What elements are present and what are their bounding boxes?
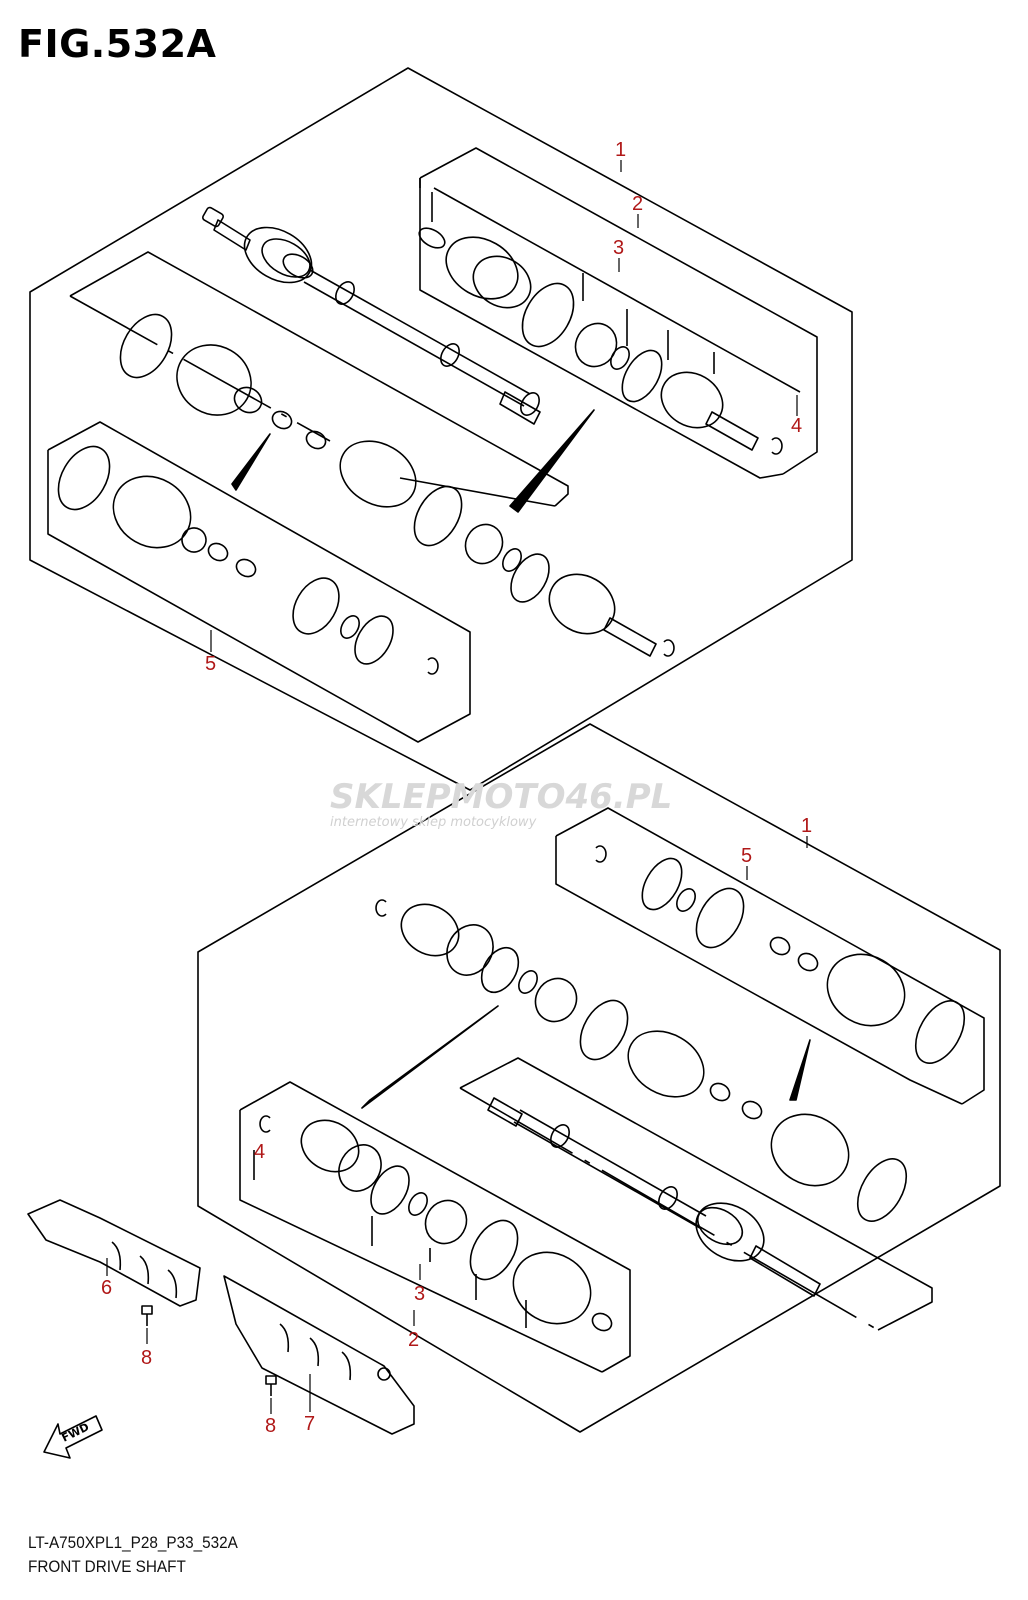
callout-5-upper: 5 <box>205 653 216 675</box>
callout-8-left: 8 <box>141 1347 152 1369</box>
lower-assembly-frame <box>197 723 1001 1433</box>
pointer-wedge <box>509 409 595 513</box>
lower-kit5-box <box>555 807 985 1105</box>
callout-5-lower: 5 <box>741 845 752 867</box>
upper-leader-lines <box>210 160 798 652</box>
lower-middle-parts <box>375 899 908 1222</box>
pointer-wedge <box>789 1039 811 1101</box>
upper-middle-box <box>69 251 569 507</box>
lower-drive-shaft <box>487 1097 821 1297</box>
callout-6: 6 <box>101 1277 112 1299</box>
lower-middle-box <box>459 1057 933 1331</box>
pointer-wedge <box>231 433 271 491</box>
model-code: LT-A750XPL1_P28_P33_532A <box>28 1533 238 1552</box>
callout-7: 7 <box>304 1413 315 1435</box>
skid-plate-6 <box>27 1199 201 1307</box>
callout-1-lower: 1 <box>801 815 812 837</box>
figure-name: FRONT DRIVE SHAFT <box>28 1557 186 1576</box>
skid-plate-7 <box>223 1275 415 1435</box>
upper-assembly-frame <box>29 67 853 791</box>
pointer-wedge <box>361 1005 499 1109</box>
lower-kit-box <box>239 1081 631 1373</box>
upper-middle-parts <box>119 313 675 657</box>
watermark-tagline: internetowy sklep motocyklowy <box>330 815 537 830</box>
lower-kit5-parts <box>595 845 966 1064</box>
callout-2-upper: 2 <box>632 193 643 215</box>
callout-2-lower: 2 <box>408 1329 419 1351</box>
lower-leader-lines <box>106 836 808 1414</box>
bolt-8 <box>141 1305 153 1326</box>
callout-8-right: 8 <box>265 1415 276 1437</box>
upper-kit-parts <box>418 227 783 455</box>
callout-1-upper: 1 <box>615 139 626 161</box>
callout-4-upper: 4 <box>791 415 802 437</box>
figure-title: FIG.532A <box>18 22 217 66</box>
upper-drive-shaft <box>202 206 541 425</box>
callout-4-lower: 4 <box>254 1141 265 1163</box>
callout-3-lower: 3 <box>414 1283 425 1305</box>
upper-kit5-parts <box>57 445 439 675</box>
fwd-arrow-icon <box>43 1415 103 1459</box>
callout-3-upper: 3 <box>613 237 624 259</box>
bolt-8 <box>265 1375 277 1396</box>
lower-kit-parts <box>259 1115 613 1332</box>
upper-kit5-box <box>47 421 471 743</box>
upper-kit-box <box>419 147 818 479</box>
watermark-brand: SKLEPMOTO46.PL <box>330 777 672 817</box>
